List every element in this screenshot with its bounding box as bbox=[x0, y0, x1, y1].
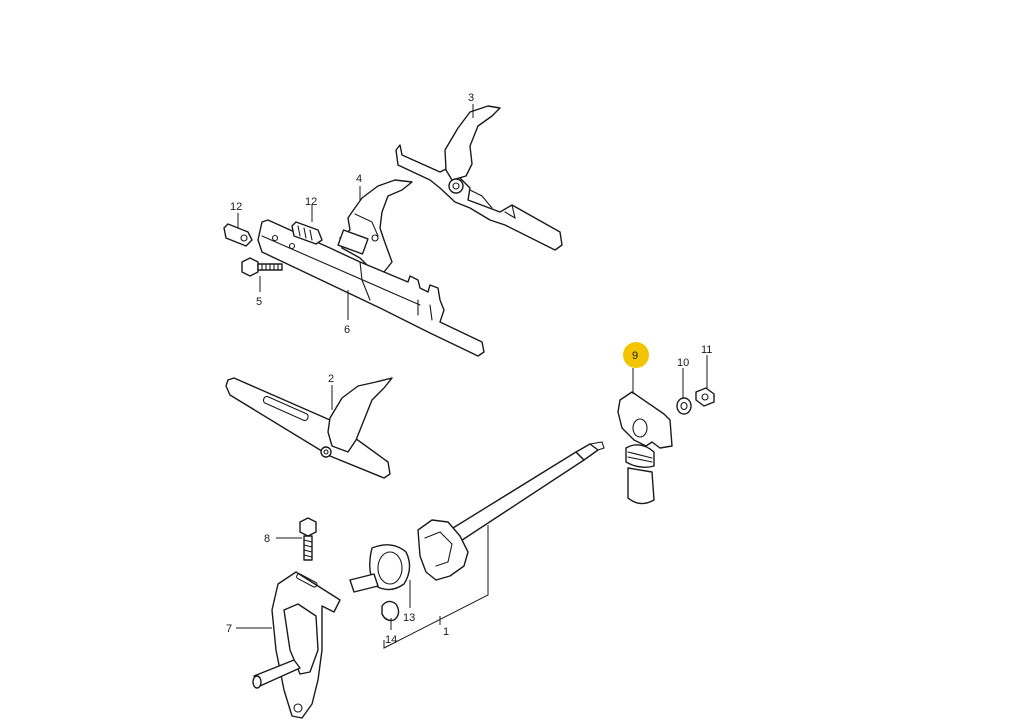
label-9: 9 bbox=[632, 350, 638, 362]
part-1-selector-shaft[interactable] bbox=[349, 441, 605, 593]
label-13: 13 bbox=[403, 612, 415, 624]
label-14: 14 bbox=[385, 634, 397, 646]
label-11: 11 bbox=[701, 344, 712, 356]
part-9-lever[interactable] bbox=[617, 391, 673, 505]
part-11-nut[interactable] bbox=[695, 387, 715, 407]
label-6: 6 bbox=[344, 324, 350, 336]
part-7-bracket[interactable] bbox=[252, 571, 341, 719]
highlight-9 bbox=[623, 342, 649, 368]
part-3-shift-fork[interactable] bbox=[395, 105, 563, 251]
label-8: 8 bbox=[264, 533, 270, 545]
label-1: 1 bbox=[443, 626, 449, 638]
part-6-selector-rail[interactable] bbox=[257, 219, 485, 357]
label-2: 2 bbox=[328, 373, 334, 385]
part-12-pin-right[interactable] bbox=[291, 221, 323, 245]
part-10-washer[interactable] bbox=[676, 397, 692, 415]
label-3: 3 bbox=[468, 92, 474, 104]
label-4: 4 bbox=[356, 173, 362, 185]
part-5-bolt[interactable] bbox=[241, 257, 283, 277]
leader-1 bbox=[383, 525, 489, 649]
part-8-bolt[interactable] bbox=[299, 517, 317, 561]
label-10: 10 bbox=[677, 357, 689, 369]
part-4-shift-fork[interactable] bbox=[337, 179, 413, 273]
label-5: 5 bbox=[256, 296, 262, 308]
part-14-circlip[interactable] bbox=[381, 600, 400, 622]
label-12a: 12 bbox=[230, 201, 242, 213]
label-12b: 12 bbox=[305, 196, 317, 208]
label-7: 7 bbox=[226, 623, 232, 635]
part-2-shift-fork[interactable] bbox=[225, 377, 393, 479]
part-12-pin-left[interactable] bbox=[223, 223, 253, 247]
